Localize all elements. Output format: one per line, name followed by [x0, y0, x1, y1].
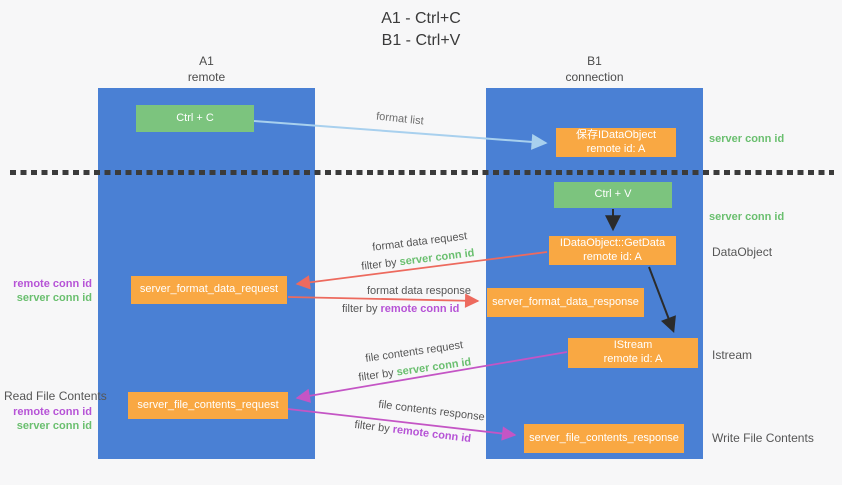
lane-a-name: A1	[199, 54, 214, 68]
filter-by-text-2: filter by	[342, 303, 378, 315]
format-request-label: server_format_data_request	[139, 283, 279, 296]
left-label-remote-conn-id-bottom: remote conn id	[13, 406, 92, 418]
lane-b-subtitle: connection	[565, 69, 624, 84]
session-separator-dashed-line	[10, 170, 834, 175]
format-response-label: server_format_data_response	[492, 295, 639, 308]
node-save-idataobject: 保存IDataObject remote id: A	[556, 128, 676, 157]
diagram-title: A1 - Ctrl+C B1 - Ctrl+V	[0, 8, 842, 51]
right-label-server-conn-id-top: server conn id	[709, 133, 785, 145]
arrow-file-contents-response	[287, 408, 517, 441]
left-label-read-file-contents: Read File Contents	[4, 389, 107, 403]
title-line-2: B1 - Ctrl+V	[381, 31, 461, 49]
left-label-server-conn-id-top: server conn id	[16, 292, 92, 304]
filter-by-value-2: remote conn id	[380, 303, 460, 315]
node-idataobject-getdata: IDataObject::GetData remote id: A	[549, 236, 676, 265]
file-request-label: server_file_contents_request	[137, 398, 279, 411]
ctrl-c-label: Ctrl + C	[176, 111, 214, 124]
istream-line1: IStream	[613, 339, 653, 352]
left-label-remote-conn-id-top: remote conn id	[13, 278, 92, 290]
title-line-1: A1 - Ctrl+C	[381, 10, 461, 27]
right-label-dataobject: DataObject	[712, 245, 773, 259]
node-server-format-data-response: server_format_data_response	[487, 288, 644, 317]
save-idataobject-line1: 保存IDataObject	[575, 128, 657, 141]
lane-header-a1: A1 remote	[98, 54, 315, 85]
getdata-line2: remote id: A	[583, 250, 642, 263]
arrow-getdata-to-istream	[648, 266, 676, 333]
ctrl-v-label: Ctrl + V	[594, 188, 632, 201]
istream-line2: remote id: A	[603, 353, 663, 365]
arrow-file-contents-request	[295, 351, 568, 403]
lane-a-subtitle: remote	[187, 69, 226, 84]
node-ctrl-c: Ctrl + C	[136, 105, 254, 132]
arrow-label-filter-by-remote-conn-1: filter by remote conn id	[342, 303, 459, 315]
right-label-istream: Istream	[712, 348, 753, 362]
lane-header-b1: B1 connection	[486, 54, 703, 85]
node-istream: IStream remote id: A	[568, 338, 698, 368]
node-server-format-data-request: server_format_data_request	[131, 276, 287, 304]
node-server-file-contents-response: server_file_contents_response	[524, 424, 684, 453]
node-ctrl-v: Ctrl + V	[554, 182, 672, 208]
arrow-label-format-data-response: format data response	[367, 285, 471, 297]
node-server-file-contents-request: server_file_contents_request	[128, 392, 288, 419]
arrow-format-data-response	[287, 293, 480, 308]
left-label-server-conn-id-bottom: server conn id	[16, 420, 92, 432]
right-label-server-conn-id-mid: server conn id	[709, 211, 785, 223]
file-response-label: server_file_contents_response	[529, 431, 679, 444]
arrow-format-data-request	[295, 251, 548, 290]
save-idataobject-line2: remote id: A	[586, 142, 646, 155]
getdata-line1: IDataObject::GetData	[559, 236, 666, 249]
lane-b-name: B1	[587, 54, 602, 68]
arrow-format-list	[253, 120, 548, 150]
right-label-write-file-contents: Write File Contents	[712, 431, 814, 445]
